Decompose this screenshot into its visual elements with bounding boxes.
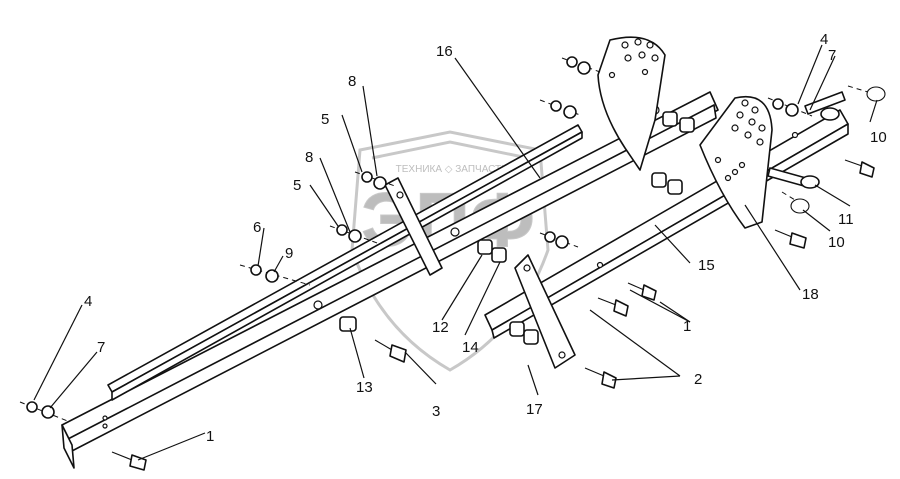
bolt-2 — [584, 367, 617, 389]
nut-6 — [250, 264, 262, 276]
callout-6: 6 — [253, 219, 261, 236]
callout-18: 18 — [802, 286, 819, 303]
nut-plate-top — [566, 56, 578, 68]
bushing-mid-a — [651, 172, 667, 188]
pin-11-upper — [804, 91, 846, 121]
hex-bolts — [111, 159, 875, 471]
nut-4-right — [772, 98, 784, 110]
bushing-lower-a — [509, 321, 525, 337]
callout-10-upper: 10 — [870, 129, 887, 146]
bolt-hitch-lower — [774, 229, 807, 249]
callout-12: 12 — [432, 319, 449, 336]
cotter-ring-10-upper — [847, 85, 886, 102]
watermark-arc-text: ТЕХНИКА ◇ ЗАПЧАСТИ — [396, 164, 509, 175]
bolt-1-left — [111, 451, 147, 471]
hitch-plate-18 — [699, 96, 773, 229]
upper-beam-strip — [107, 124, 583, 401]
callout-14: 14 — [462, 339, 479, 356]
callout-15: 15 — [698, 257, 715, 274]
hitch-plate-upper-holes — [608, 38, 659, 79]
nut-lower-beam — [544, 231, 556, 243]
small-bracket-8 — [384, 177, 443, 276]
nut-4-left — [26, 401, 38, 413]
callout-4-right: 4 — [820, 31, 828, 48]
bushing-14 — [491, 247, 507, 263]
callout-9: 9 — [285, 245, 293, 262]
bushing-upper-a — [662, 111, 678, 127]
callout-4-left: 4 — [84, 293, 92, 310]
bushing-13 — [339, 316, 357, 332]
washer-lower-beam — [555, 235, 569, 249]
cotter-ring-10-lower — [781, 191, 810, 214]
bushing-upper-b — [679, 117, 695, 133]
bracket-plate-17 — [514, 254, 576, 369]
hitch-plate-upper — [597, 36, 666, 171]
washer-plate-top — [577, 61, 591, 75]
bushing-12 — [477, 239, 493, 255]
callout-16: 16 — [436, 43, 453, 60]
bolt-hitch-right — [844, 159, 875, 178]
bolt-1-right-b — [627, 282, 657, 301]
upper-long-beam — [61, 91, 719, 469]
bushing-lower-b — [523, 329, 539, 345]
callout-7-left: 7 — [97, 339, 105, 356]
nut-beam-upper — [550, 100, 562, 112]
callout-5-upper: 5 — [321, 111, 329, 128]
callout-8-lower: 8 — [305, 149, 313, 166]
washer-8-upper — [373, 176, 387, 190]
callout-2: 2 — [694, 371, 702, 388]
callout-17: 17 — [526, 401, 543, 418]
nut-5-upper — [361, 171, 373, 183]
callout-10-lower: 10 — [828, 234, 845, 251]
washer-9 — [265, 269, 279, 283]
callout-labels: 1 1 1 2 2 3 4 4 5 5 6 7 7 8 8 9 10 10 11… — [84, 31, 887, 445]
callout-5-lower: 5 — [293, 177, 301, 194]
leader-lines — [33, 44, 878, 461]
pin-11-lower — [767, 167, 820, 189]
callout-13: 13 — [356, 379, 373, 396]
hitch-plate-holes — [714, 99, 766, 182]
callout-7-right: 7 — [828, 47, 836, 64]
bolt-1-right-a — [597, 297, 629, 317]
bushing-mid-b — [667, 179, 683, 195]
callout-1-right: 1 — [683, 318, 691, 335]
washer-7-left — [41, 405, 55, 419]
washer-7-right — [785, 103, 799, 117]
washer-8-lower — [348, 229, 362, 243]
hitch-pins — [767, 85, 886, 214]
bolt-3 — [374, 339, 407, 363]
washer-beam-upper — [563, 105, 577, 119]
callout-3: 3 — [432, 403, 440, 420]
nut-5-lower — [336, 224, 348, 236]
callout-1-left: 1 — [206, 428, 214, 445]
nuts-and-washers — [19, 56, 813, 423]
callout-8-upper: 8 — [348, 73, 356, 90]
spacer-bushings — [339, 111, 695, 345]
callout-11: 11 — [838, 211, 854, 228]
